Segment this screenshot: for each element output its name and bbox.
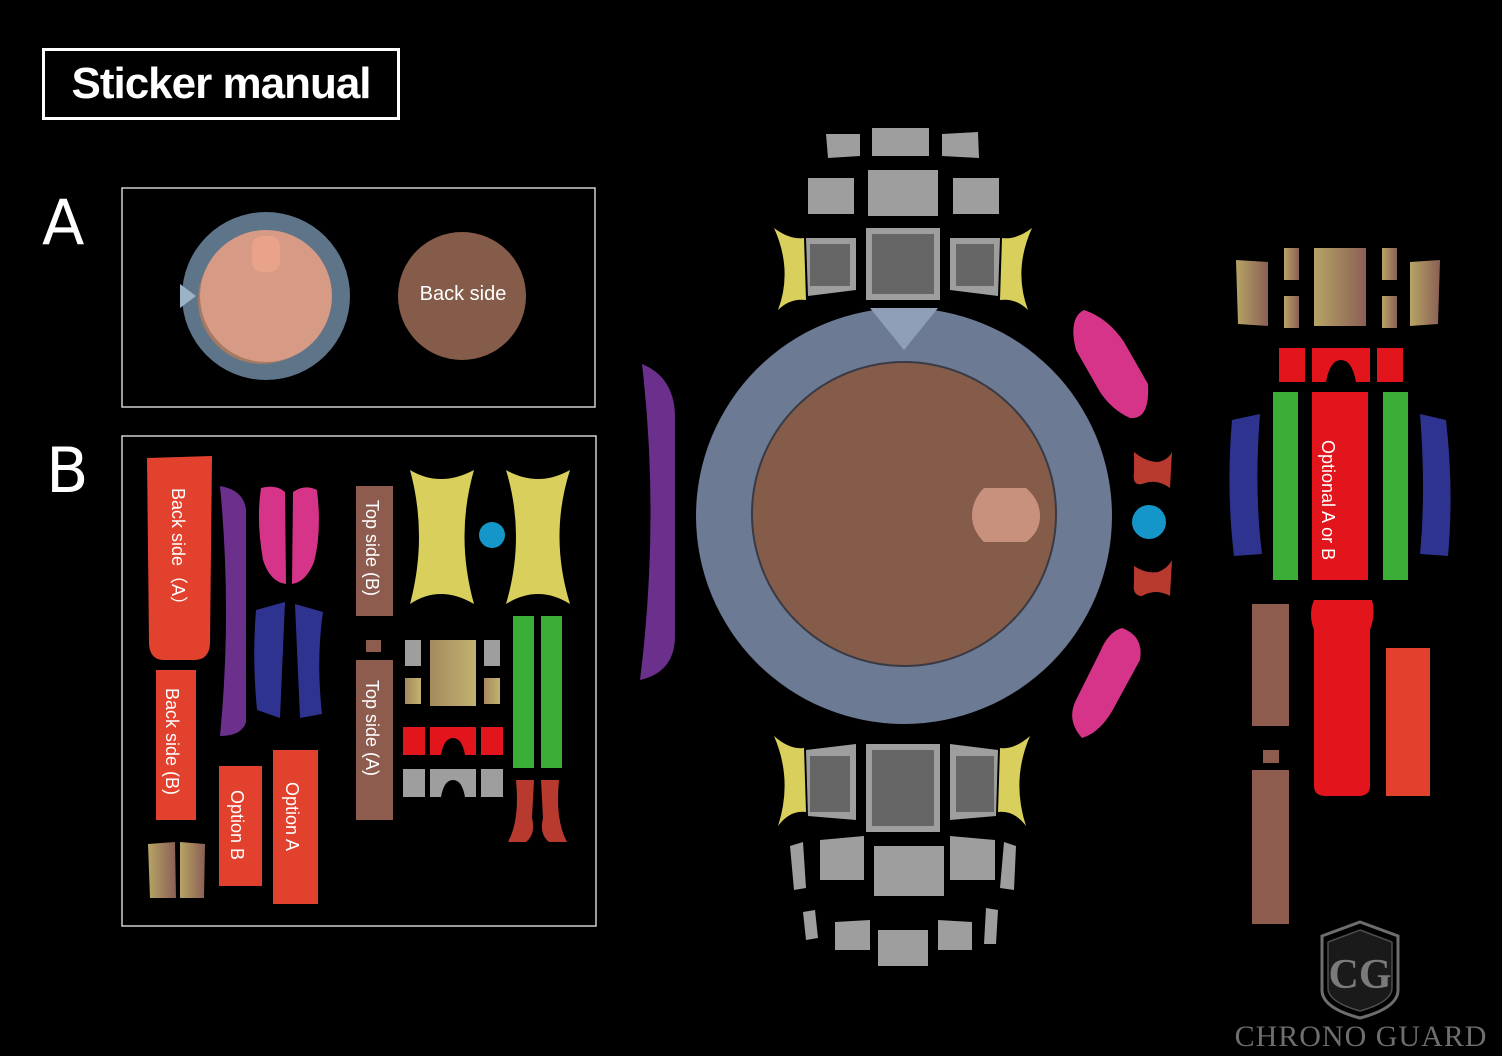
section-a-letter: A: [42, 186, 85, 259]
brand-monogram: CG: [1329, 952, 1392, 998]
back-side-b-sticker: [156, 670, 196, 820]
right-brown-top: [1252, 604, 1289, 726]
section-a-frame: [121, 187, 596, 408]
title-box: Sticker manual: [42, 48, 400, 120]
right-red-option: [1386, 648, 1430, 796]
right-red-clasp-row: [1279, 348, 1403, 382]
b-gray-clasp: [430, 769, 476, 797]
page-title: Sticker manual: [71, 59, 371, 108]
option-b-label: Option B: [227, 790, 247, 860]
right-green-right: [1383, 392, 1408, 580]
b-navy-left: [254, 602, 285, 718]
top-lugs: [774, 228, 1032, 310]
b-green-left: [513, 616, 534, 768]
b-red-hand-right: [541, 780, 567, 842]
b-purple-strip: [220, 486, 246, 736]
b-side-piece-left: [148, 842, 176, 898]
right-red-band: [1312, 392, 1368, 580]
back-side-a-label: Back side（A）: [168, 488, 188, 614]
back-side-b-label: Back side (B): [162, 688, 182, 795]
crown-guard-bottom: [1133, 560, 1172, 596]
option-a-label: Option A: [282, 782, 302, 851]
right-brown-tab: [1263, 750, 1279, 763]
case-side-left: [640, 364, 676, 680]
top-side-a-label: Top side (A): [362, 680, 382, 776]
top-side-b-sticker: [356, 486, 393, 616]
b-link-center: [430, 640, 476, 706]
b-gray-1: [403, 769, 425, 797]
dial-sticker: [751, 361, 1057, 667]
brand-logo: CG: [1320, 920, 1400, 1020]
a-back-sticker: [398, 232, 526, 360]
date-window: [972, 488, 1040, 542]
top-side-a-sticker: [356, 660, 393, 820]
right-navy-right: [1420, 414, 1451, 556]
b-red-clasp: [430, 727, 476, 755]
a-crystal-sticker: [200, 230, 332, 362]
brand-name: CHRONO GUARD: [1234, 1020, 1488, 1053]
b-navy-right: [295, 604, 323, 718]
bottom-bracelet: [790, 836, 1016, 966]
a-crystal-notch: [252, 236, 280, 272]
b-gray-2: [481, 769, 503, 797]
a-bezel-marker: [180, 284, 196, 308]
b-cyan-dot: [479, 522, 505, 548]
b-red-2: [481, 727, 503, 755]
right-red-back: [1311, 600, 1374, 796]
b-red-hand-left: [508, 780, 534, 842]
right-top-links: [1236, 248, 1440, 328]
right-navy-left: [1229, 414, 1262, 556]
option-a-sticker: [273, 750, 318, 904]
b-yellow-right: [506, 470, 570, 604]
optional-label: Optional A or B: [1318, 440, 1338, 560]
section-b-letter: B: [46, 434, 89, 507]
right-brown-bottom: [1252, 770, 1289, 924]
b-red-1: [403, 727, 425, 755]
bottom-lugs: [774, 736, 1030, 832]
bezel-marker: [870, 308, 938, 350]
b-link-4: [484, 678, 500, 704]
back-side-label: Back side: [420, 283, 507, 305]
b-magenta-left: [258, 486, 286, 584]
case-side-top-right: [1073, 310, 1149, 419]
option-b-sticker: [219, 766, 262, 886]
b-side-piece-right: [180, 842, 205, 898]
b-magenta-right: [292, 487, 319, 584]
top-bracelet: [808, 128, 999, 216]
b-small-tab: [366, 640, 381, 652]
crown-guard-top: [1133, 452, 1172, 488]
top-side-b-label: Top side (B): [362, 500, 382, 596]
case-side-bottom-right: [1072, 628, 1141, 738]
section-b-frame: [121, 435, 597, 927]
b-link-3: [405, 678, 421, 704]
b-green-right: [541, 616, 562, 768]
right-green-left: [1273, 392, 1298, 580]
b-link-1: [405, 640, 421, 666]
crown-sticker: [1132, 505, 1166, 539]
back-side-a-sticker: [147, 456, 212, 660]
b-yellow-left: [410, 470, 474, 604]
b-link-2: [484, 640, 500, 666]
